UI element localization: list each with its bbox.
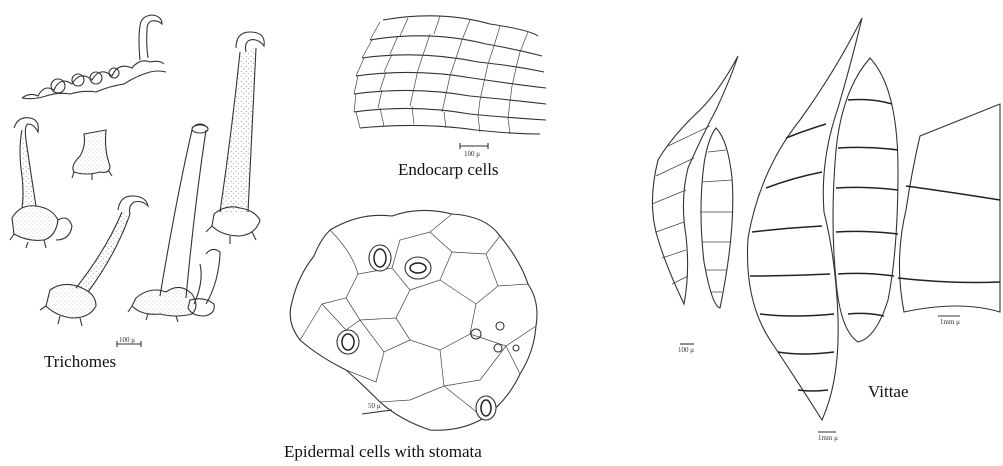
trichomes-drawing xyxy=(10,15,264,347)
vittae-scale-bar-right: 1mm μ xyxy=(940,318,960,326)
trichomes-scale-bar: 100 μ xyxy=(119,336,135,344)
vittae-drawing xyxy=(652,18,1000,432)
endocarp-scale-bar: 100 μ xyxy=(464,150,480,158)
epidermal-label: Epidermal cells with stomata xyxy=(284,442,482,462)
vittae-scale-bar-left: 100 μ xyxy=(678,346,694,354)
vittae-scale-bar-mid: 1mm μ xyxy=(818,434,838,442)
epidermal-scale-bar: 50 μ xyxy=(368,402,381,410)
stomata-group xyxy=(337,245,519,420)
endocarp-drawing xyxy=(354,16,546,149)
trichomes-label: Trichomes xyxy=(44,352,116,372)
endocarp-label: Endocarp cells xyxy=(398,160,499,180)
vittae-label: Vittae xyxy=(868,382,909,402)
epidermal-drawing xyxy=(290,210,537,430)
